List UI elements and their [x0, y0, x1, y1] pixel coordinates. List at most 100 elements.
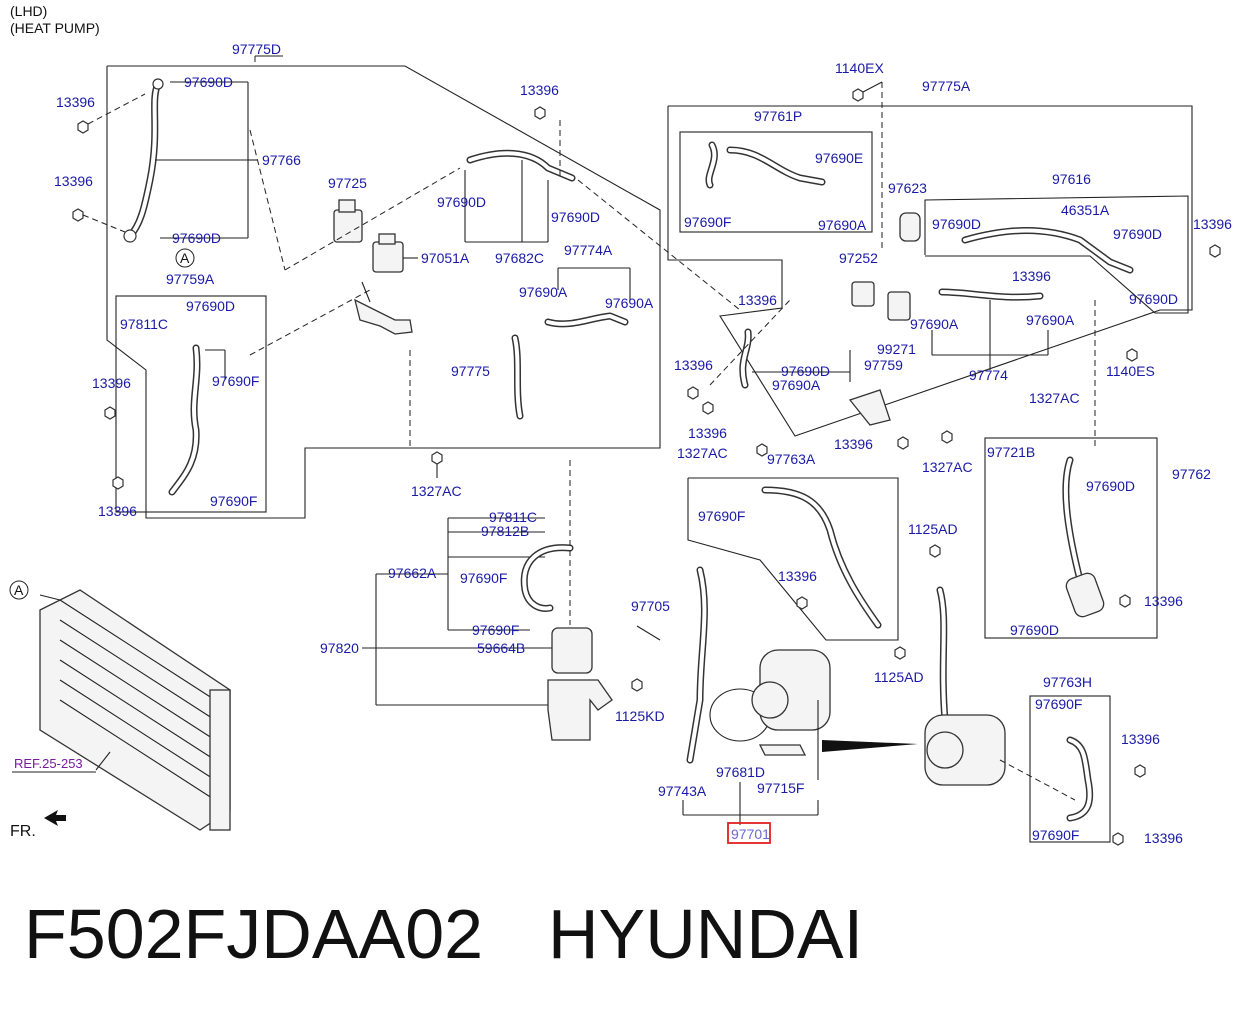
- label-1140es: 1140ES: [1106, 363, 1155, 379]
- marker-a2: A: [14, 582, 24, 598]
- label-97761p: 97761P: [754, 108, 802, 124]
- label-13396-a: 13396: [56, 94, 95, 110]
- muffler-97762: [1065, 572, 1105, 618]
- group-frame-97775d: [106, 65, 661, 519]
- label-13396-k: 13396: [834, 436, 873, 452]
- label-97775d: 97775D: [232, 41, 281, 57]
- label-97616: 97616: [1052, 171, 1091, 187]
- frame-97759a: [115, 295, 267, 513]
- frame-97763a: [687, 477, 899, 641]
- bracket-drier: [547, 679, 613, 741]
- label-97690f-h: 97690F: [1032, 827, 1079, 843]
- label-97759a: 97759A: [166, 271, 215, 287]
- label-97690d-i: 97690D: [781, 363, 830, 379]
- label-97682c: 97682C: [495, 250, 544, 266]
- label-97759: 97759: [864, 357, 903, 373]
- label-13396-c: 13396: [520, 82, 559, 98]
- label-97766: 97766: [262, 152, 301, 168]
- part-99271: [887, 291, 911, 321]
- label-97690f-d: 97690F: [698, 508, 745, 524]
- header-heat-pump: (HEAT PUMP): [10, 20, 100, 36]
- marker-a1: A: [180, 250, 190, 266]
- label-97763a: 97763A: [767, 451, 816, 467]
- frame-97762: [984, 437, 1158, 639]
- label-13396-n: 13396: [1121, 731, 1160, 747]
- label-97812b: 97812B: [481, 523, 529, 539]
- label-1140ex: 1140EX: [835, 60, 884, 76]
- label-97811c-b: 97811C: [489, 509, 537, 525]
- label-97690f-c: 97690F: [684, 214, 731, 230]
- label-97811c-a: 97811C: [120, 316, 168, 332]
- label-1327ac-c: 1327AC: [922, 459, 973, 475]
- label-97690d-k: 97690D: [1010, 622, 1059, 638]
- bracket-97775: [354, 298, 413, 335]
- pipe-97616: [961, 227, 1134, 274]
- label-97690d-f: 97690D: [932, 216, 981, 232]
- frame-97761p: [679, 131, 873, 233]
- front-arrow-icon: [44, 810, 66, 826]
- label-97820: 97820: [320, 640, 359, 656]
- label-97690d-c: 97690D: [437, 194, 486, 210]
- highlight-box-97701: [727, 822, 771, 844]
- label-97690d-b: 97690D: [172, 230, 221, 246]
- part-97252: [851, 281, 875, 307]
- label-97690a-c: 97690A: [818, 217, 867, 233]
- frame-97763h: [1029, 695, 1111, 843]
- label-1125kd: 1125KD: [615, 708, 665, 724]
- footer-part-number: F502FJDAA02: [24, 895, 483, 973]
- label-13396-h: 13396: [1012, 268, 1051, 284]
- label-97690f-g: 97690F: [1035, 696, 1082, 712]
- label-97690f-f: 97690F: [472, 622, 519, 638]
- label-97725: 97725: [328, 175, 367, 191]
- label-59664b: 59664B: [477, 640, 525, 656]
- ref-label: REF.25-253: [14, 756, 83, 771]
- label-97690f-a: 97690F: [212, 373, 259, 389]
- label-13396-e: 13396: [98, 503, 137, 519]
- nut-13396-a: [77, 120, 89, 134]
- label-97721b: 97721B: [987, 444, 1035, 460]
- label-97690f-b: 97690F: [210, 493, 257, 509]
- label-97690d-g: 97690D: [1113, 226, 1162, 242]
- label-13396-d: 13396: [92, 375, 131, 391]
- group-frame-97775a: [667, 105, 1193, 437]
- label-97690a-b: 97690A: [605, 295, 654, 311]
- front-label: FR.: [10, 823, 36, 840]
- label-97681d: 97681D: [716, 764, 765, 780]
- label-1125ad-a: 1125AD: [908, 521, 958, 537]
- label-97690a-f: 97690A: [772, 377, 821, 393]
- label-13396-f: 13396: [738, 292, 777, 308]
- label-13396-l: 13396: [778, 568, 817, 584]
- label-97690e: 97690E: [815, 150, 863, 166]
- drier-97820: [551, 627, 593, 674]
- label-97701: 97701: [731, 826, 770, 842]
- label-13396-m: 13396: [1144, 593, 1183, 609]
- label-46351a: 46351A: [1061, 202, 1110, 218]
- label-97690f-e: 97690F: [460, 570, 507, 586]
- label-1327ac-b: 1327AC: [677, 445, 728, 461]
- label-97775a: 97775A: [922, 78, 971, 94]
- label-97690a-d: 97690A: [910, 316, 959, 332]
- label-97775: 97775: [451, 363, 490, 379]
- label-1327ac-a: 1327AC: [411, 483, 462, 499]
- label-97690d-a: 97690D: [184, 74, 233, 90]
- nut-13396-b: [72, 208, 84, 222]
- label-13396-g: 13396: [1193, 216, 1232, 232]
- header-lhd: (LHD): [10, 3, 47, 19]
- label-99271: 99271: [877, 341, 916, 357]
- label-97705: 97705: [631, 598, 670, 614]
- label-97743a: 97743A: [658, 783, 707, 799]
- part-97051a: [372, 241, 404, 273]
- arrow-compressor: [822, 740, 918, 752]
- label-97690d-j: 97690D: [1086, 478, 1135, 494]
- label-97662a: 97662A: [388, 565, 437, 581]
- label-97623: 97623: [888, 180, 927, 196]
- part-97725: [333, 209, 363, 243]
- label-13396-o: 13396: [1144, 830, 1183, 846]
- label-97763h: 97763H: [1043, 674, 1092, 690]
- label-97774: 97774: [969, 367, 1008, 383]
- label-97774a: 97774A: [564, 242, 613, 258]
- label-97690a-e: 97690A: [1026, 312, 1075, 328]
- frame-97616: [924, 195, 1189, 314]
- label-13396-b: 13396: [54, 173, 93, 189]
- label-13396-i: 13396: [674, 357, 713, 373]
